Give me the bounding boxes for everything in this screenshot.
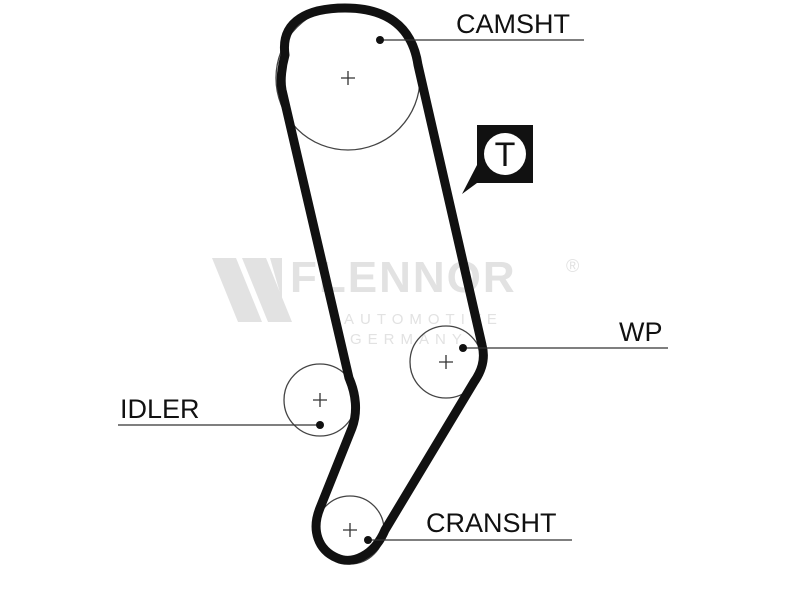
tensioner-callout: T: [462, 125, 533, 194]
tensioner-circle: [484, 133, 526, 175]
watermark-line1: AUTOMOTIVE: [344, 311, 503, 328]
leader-dots: [316, 36, 467, 544]
center-marks: [313, 71, 453, 537]
idler-leader-dot: [316, 421, 324, 429]
tensioner-pointer: [462, 165, 477, 194]
leader-lines: [118, 39, 668, 541]
crankshaft-center-mark: [343, 523, 357, 537]
logo-stripe: [212, 258, 262, 322]
water-pump-center-mark: [439, 355, 453, 369]
watermark-line2: GERMANY: [350, 331, 468, 348]
water-pump-label: WP: [619, 317, 663, 347]
tensioner-symbol: T: [495, 136, 516, 174]
logo-stripe: [242, 258, 292, 322]
timing-belt: [276, 3, 488, 565]
crankshaft-label: CRANSHT: [426, 508, 557, 538]
crankshaft-leader-dot: [364, 536, 372, 544]
watermark-registered: ®: [566, 256, 579, 276]
camshaft-label: CAMSHT: [456, 9, 570, 39]
idler-center-mark: [313, 393, 327, 407]
water-pump-leader-dot: [459, 344, 467, 352]
camshaft-center-mark: [341, 71, 355, 85]
brand-watermark: FLENNOR ® AUTOMOTIVE GERMANY: [212, 253, 579, 348]
logo-stripe: [270, 258, 282, 300]
idler-label: IDLER: [120, 394, 200, 424]
camshaft-leader-dot: [376, 36, 384, 44]
